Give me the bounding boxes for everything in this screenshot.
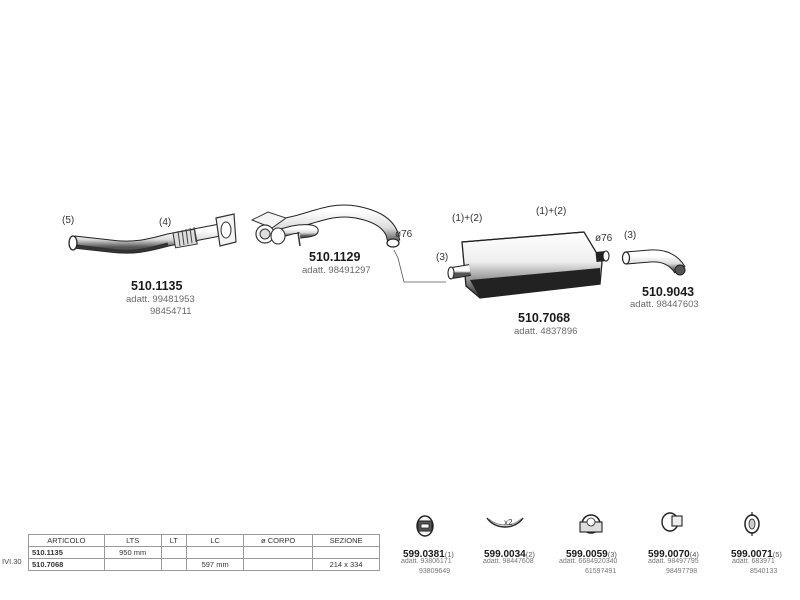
accessory-sub: 93809649 [419, 568, 451, 575]
flange [215, 213, 237, 247]
hanger-rod [297, 231, 301, 247]
tail-pipe-510-9043 [621, 249, 686, 276]
accessory-sub: adatt. 683971 [732, 558, 775, 565]
pipe-clamp-icon [744, 512, 760, 536]
accessory-item: 599.0034(2) [484, 545, 535, 561]
diameter-label-a: ø76 [395, 229, 413, 240]
column-header: LTS [103, 534, 162, 547]
table-header-row: ARTICOLO LTS LT LC ø CORPO SEZIONE [28, 534, 380, 547]
table-cell [243, 558, 314, 571]
table-cell [160, 558, 188, 571]
column-header: LT [160, 534, 188, 547]
flex-bellows [172, 226, 198, 249]
rubber-mount-icon [416, 515, 434, 537]
callout-3-b: (3) [624, 230, 637, 241]
u-clamp-icon [579, 514, 603, 534]
table-cell [243, 546, 314, 559]
callout-3-a: (3) [436, 252, 449, 263]
accessory-sub: 8540133 [750, 568, 778, 575]
accessory-ref: (2) [525, 550, 535, 559]
quantity-label: x2 [504, 518, 513, 527]
connection-line [393, 249, 446, 283]
table-row: 510.1135 950 mm [28, 546, 380, 559]
model-label: IVI.30 [2, 557, 22, 566]
part-sub: adatt. 98491297 [302, 265, 371, 276]
table-cell [160, 546, 188, 559]
table-row: 510.7068 597 mm 214 x 334 [28, 558, 380, 571]
table-cell: 597 mm [186, 558, 245, 571]
accessory-item: 599.0381(1) [403, 545, 454, 561]
part-sub: 98454711 [150, 306, 192, 317]
column-header: SEZIONE [312, 534, 380, 547]
accessory-ref: (5) [772, 550, 782, 559]
front-pipe-510-1135 [68, 213, 237, 254]
accessory-item: 599.0070(4) [648, 545, 699, 561]
muffler-510-7068 [447, 231, 610, 299]
table-cell: 510.1135 [28, 546, 105, 559]
diameter-label-b: ø76 [595, 233, 613, 244]
part-sub: adatt. 98447603 [630, 299, 699, 310]
accessory-number: 599.0070 [648, 549, 690, 560]
table-cell: 950 mm [103, 546, 162, 559]
table-cell [103, 558, 162, 571]
part-sub: adatt. 4837896 [514, 326, 578, 337]
part-number: 510.9043 [642, 285, 695, 299]
accessory-sub: 98497798 [666, 568, 698, 575]
gasket-ring-icon [486, 517, 524, 528]
table-cell [312, 546, 380, 559]
callout-1-2-a: (1)+(2) [452, 213, 483, 224]
band-clamp-icon [661, 512, 683, 532]
part-number: 510.1135 [131, 279, 183, 293]
accessory-number: 599.0071 [731, 549, 773, 560]
table-cell: 214 x 334 [312, 558, 380, 571]
accessory-ref: (4) [689, 550, 699, 559]
column-header: ø CORPO [243, 534, 314, 547]
table-cell: 510.7068 [28, 558, 105, 571]
part-sub: adatt. 99481953 [126, 294, 195, 305]
column-header: LC [186, 534, 245, 547]
column-header: ARTICOLO [28, 534, 105, 547]
accessory-number: 599.0034 [484, 549, 526, 560]
flange [250, 211, 288, 245]
accessory-number: 599.0059 [566, 549, 608, 560]
callout-5: (5) [62, 215, 75, 226]
accessory-sub: 61597491 [585, 568, 617, 575]
part-number: 510.7068 [518, 311, 571, 325]
accessory-item: 599.0059(3) [566, 545, 617, 561]
accessory-sub: adatt. 98497795 [648, 558, 699, 565]
accessory-item: 599.0071(5) [731, 545, 782, 561]
accessory-sub: adatt. 98447608 [483, 558, 534, 565]
callout-4: (4) [159, 217, 172, 228]
accessory-sub: adatt. 6684920340 [559, 558, 618, 565]
accessory-number: 599.0381 [403, 549, 445, 560]
callout-1-2-b: (1)+(2) [536, 206, 567, 217]
intermediate-pipe-510-1129 [250, 204, 401, 248]
accessory-sub: adatt. 93806171 [401, 558, 452, 565]
accessory-ref: (1) [444, 550, 454, 559]
part-number: 510.1129 [309, 250, 361, 264]
spec-table: ARTICOLO LTS LT LC ø CORPO SEZIONE 510.1… [28, 534, 380, 571]
table-cell [186, 546, 245, 559]
accessory-ref: (3) [607, 550, 617, 559]
